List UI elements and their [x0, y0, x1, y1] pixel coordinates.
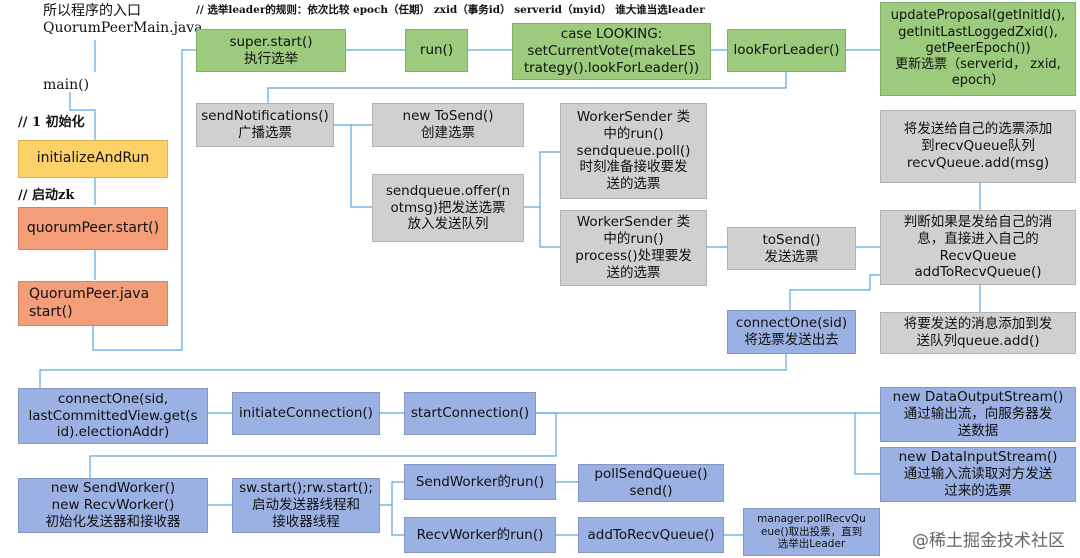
start-connection-box: startConnection(): [404, 392, 536, 435]
to-send-box: toSend() 发送选票: [727, 227, 856, 270]
data-output-stream-box: new DataOutputStream() 通过输出流，向服务器发 送数据: [880, 387, 1076, 442]
send-worker-run-box: SendWorker的run(): [404, 464, 556, 500]
initiate-connection-box: initiateConnection(): [232, 392, 380, 435]
connector: [524, 151, 560, 208]
worker-sender-process-box: WorkerSender 类 中的run() process()处理要发 送的选…: [560, 210, 707, 286]
election-rule-note: // 选举leader的规则：依次比较 epoch（任期） zxid（事务id）…: [196, 4, 705, 16]
new-tosend-box: new ToSend() 创建选票: [372, 103, 524, 147]
connector: [350, 125, 372, 208]
add-send-queue-box: 将要发送的消息添加到发 送队列queue.add(): [880, 312, 1076, 354]
connector: [380, 481, 404, 506]
connector: [92, 49, 196, 351]
sendqueue-offer-box: sendqueue.offer(n otmsg)把发送选票 放入发送队列: [372, 174, 524, 242]
watermark-text: @稀土掘金技术社区: [912, 531, 1065, 551]
quorum-peer-start-box: quorumPeer.start(): [18, 207, 168, 250]
add-self-vote-box: 将发送给自己的选票添加 到recvQueue队列 recvQueue.add(m…: [880, 110, 1076, 183]
init-comment: // 1 初始化: [18, 115, 85, 130]
recv-worker-run-box: RecvWorker的run(): [404, 517, 556, 553]
quorum-peer-java-box: QuorumPeer.java start(): [18, 281, 168, 326]
judge-self-message-box: 判断如果是发给自己的消 息，直接进入自己的 RecvQueue addToRec…: [880, 210, 1076, 285]
entry-title-line2: QuorumPeerMain.java: [43, 20, 203, 36]
main-label: main(): [43, 77, 90, 93]
update-proposal-box: updateProposal(getInitId(), getInitLastL…: [880, 2, 1076, 96]
entry-title-line1: 所以程序的入口: [43, 3, 141, 19]
send-notifications-box: sendNotifications() 广播选票: [196, 103, 334, 147]
connector: [267, 72, 787, 103]
connect-one-full-box: connectOne(sid, lastCommittedView.get(s …: [18, 388, 208, 444]
add-to-recv-queue-box: addToRecvQueue(): [578, 517, 724, 553]
connector: [539, 207, 560, 248]
new-workers-box: new SendWorker() new RecvWorker() 初始化发送器…: [18, 478, 208, 533]
worker-sender-poll-box: WorkerSender 类 中的run() sendqueue.poll() …: [560, 103, 707, 199]
pick-leader-box: manager.pollRecvQu eue()取出投票，直到 选举出Leade…: [743, 508, 880, 556]
sw-rw-start-box: sw.start();rw.start(); 启动发送器线程和 接收器线程: [232, 478, 380, 533]
initialize-and-run-box: initializeAndRun: [18, 140, 168, 178]
connector: [89, 412, 557, 478]
start-comment: // 启动zk: [18, 188, 75, 203]
super-start-box: super.start() 执行选举: [196, 29, 346, 72]
case-looking-box: case LOOKING: setCurrentVote(makeLES tra…: [512, 23, 711, 80]
connector: [391, 505, 404, 536]
run-box: run(): [405, 29, 468, 72]
connector: [789, 274, 880, 310]
connector: [854, 413, 880, 475]
look-for-leader-box: lookForLeader(): [727, 29, 846, 72]
data-input-stream-box: new DataInputStream() 通过输入流读取对方发送 过来的选票: [880, 447, 1076, 502]
connector: [39, 354, 787, 388]
poll-send-queue-box: pollSendQueue() send(): [578, 464, 724, 502]
connect-one-sid-box: connectOne(sid) 将选票发送出去: [727, 310, 856, 354]
connector: [69, 92, 96, 140]
